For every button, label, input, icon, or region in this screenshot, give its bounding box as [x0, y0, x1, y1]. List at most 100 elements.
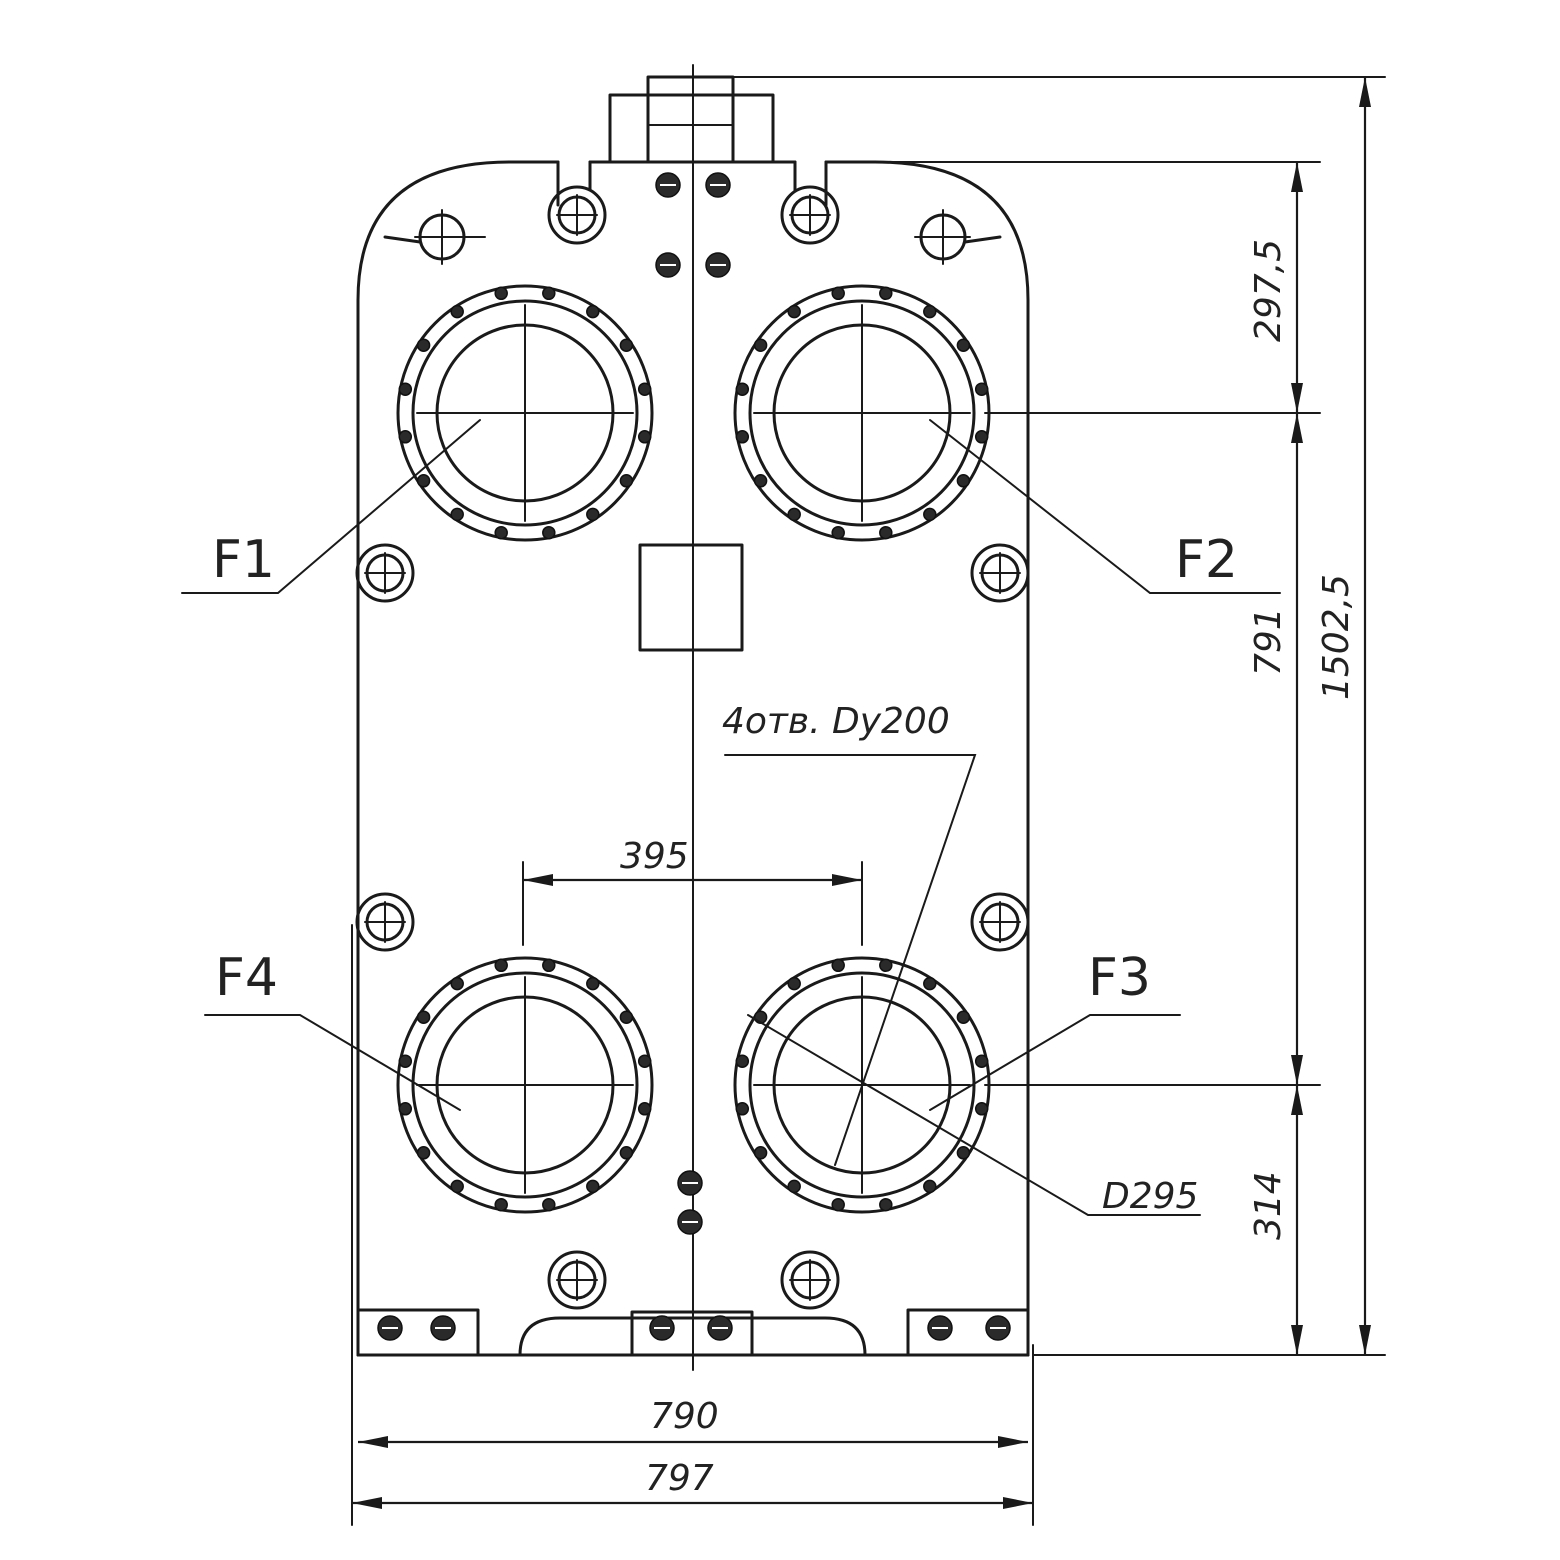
flange-bolt — [787, 304, 801, 319]
fastener — [649, 1315, 675, 1341]
flange-bolt — [735, 1102, 750, 1116]
dim-port-horizontal-spacing: 395 — [620, 836, 689, 877]
tie-bolt-nut — [547, 185, 607, 245]
port-label-f4: F4 — [215, 948, 278, 1008]
dim-lower-ports-to-bottom: 314 — [1248, 1171, 1289, 1240]
bottom-support-left — [356, 1308, 480, 1357]
flange-bolt — [831, 525, 845, 540]
flange-bolt — [450, 1179, 464, 1194]
flange-bolt — [398, 1054, 413, 1068]
port-f1 — [396, 284, 654, 542]
top-carrying-bar — [608, 75, 1386, 164]
fastener — [655, 252, 681, 278]
flange-bolt — [542, 1197, 556, 1212]
dim-overall-height: 1502,5 — [1316, 574, 1357, 700]
flange-bolt — [923, 1179, 937, 1194]
small-fasteners — [377, 172, 1011, 1341]
fastener — [377, 1315, 403, 1341]
flange-bolt — [753, 1146, 768, 1160]
dim-port-spacing-lines — [522, 861, 863, 946]
tie-bolt-nut — [780, 1250, 840, 1310]
flange-bolt — [542, 525, 556, 540]
tie-bolt-nut — [970, 892, 1030, 952]
flange-bolt — [879, 525, 893, 540]
flange-bolt — [956, 338, 971, 352]
fastener — [677, 1170, 703, 1196]
flange-bolt — [494, 525, 508, 540]
port-f2 — [733, 284, 991, 542]
port-f4 — [396, 956, 654, 1214]
dim-frame-width-outer: 797 — [645, 1458, 714, 1499]
flange-diameter-label: D295 — [1102, 1176, 1198, 1217]
fastener — [985, 1315, 1011, 1341]
flange-bolt — [923, 976, 937, 991]
flange-bolt — [494, 286, 508, 301]
flange-bolt — [879, 1197, 893, 1212]
flange-bolt — [416, 338, 431, 352]
flange-bolt — [637, 1102, 652, 1116]
flange-bolt — [416, 474, 431, 488]
fastener — [430, 1315, 456, 1341]
flange-bolt — [974, 1054, 989, 1068]
flange-bolt — [416, 1146, 431, 1160]
ports-note-label: 4отв. Dy200 — [722, 701, 950, 742]
tie-bolt-nut — [355, 892, 415, 952]
tie-bolt-nut — [780, 185, 840, 245]
dim-port-vertical-spacing: 791 — [1248, 607, 1289, 676]
flange-bolt — [974, 382, 989, 396]
flange-bolt — [619, 1010, 634, 1024]
ports — [396, 284, 991, 1214]
flange-bolt — [735, 430, 750, 444]
flange-bolt — [586, 507, 600, 522]
lifting-hole-left — [383, 209, 486, 265]
flange-bolt — [494, 958, 508, 973]
fastener — [705, 172, 731, 198]
flange-bolt — [787, 507, 801, 522]
dim-frame-width-inner: 790 — [650, 1396, 719, 1437]
bottom-support-right — [906, 1308, 1030, 1357]
flange-bolt — [586, 976, 600, 991]
flange-bolt — [398, 382, 413, 396]
vertical-dimensions — [825, 77, 1386, 1356]
flange-bolt — [956, 1146, 971, 1160]
flange-bolt — [831, 286, 845, 301]
flange-bolt — [619, 1146, 634, 1160]
flange-bolt — [753, 474, 768, 488]
flange-bolt — [542, 958, 556, 973]
flange-bolt — [974, 1102, 989, 1116]
flange-bolt — [923, 507, 937, 522]
flange-bolt — [787, 1179, 801, 1194]
dim-width-lines — [352, 1436, 1033, 1509]
flange-bolt — [787, 976, 801, 991]
flange-bolt — [974, 430, 989, 444]
tie-bolt-nut — [970, 543, 1030, 603]
flange-bolt — [586, 1179, 600, 1194]
tie-bolts — [355, 185, 1030, 1310]
port-label-f3: F3 — [1088, 948, 1151, 1008]
flange-bolt — [542, 286, 556, 301]
flange-bolt — [586, 304, 600, 319]
fastener — [655, 172, 681, 198]
flange-bolt — [619, 338, 634, 352]
flange-bolt — [494, 1197, 508, 1212]
flange-bolt — [753, 338, 768, 352]
fastener — [705, 252, 731, 278]
flange-bolt — [450, 304, 464, 319]
flange-bolt — [398, 1102, 413, 1116]
flange-bolt — [735, 382, 750, 396]
fastener — [677, 1209, 703, 1235]
flange-bolt — [831, 958, 845, 973]
flange-bolt — [879, 958, 893, 973]
dim-top-to-upper-ports: 297,5 — [1248, 239, 1289, 342]
flange-bolt — [956, 1010, 971, 1024]
flange-bolt — [450, 507, 464, 522]
fastener — [927, 1315, 953, 1341]
tie-bolt-nut — [355, 543, 415, 603]
flange-bolt — [879, 286, 893, 301]
flange-bolt — [398, 430, 413, 444]
flange-bolt — [735, 1054, 750, 1068]
flange-bolt — [637, 430, 652, 444]
bottom-support-center — [630, 1310, 754, 1357]
flange-bolt — [831, 1197, 845, 1212]
